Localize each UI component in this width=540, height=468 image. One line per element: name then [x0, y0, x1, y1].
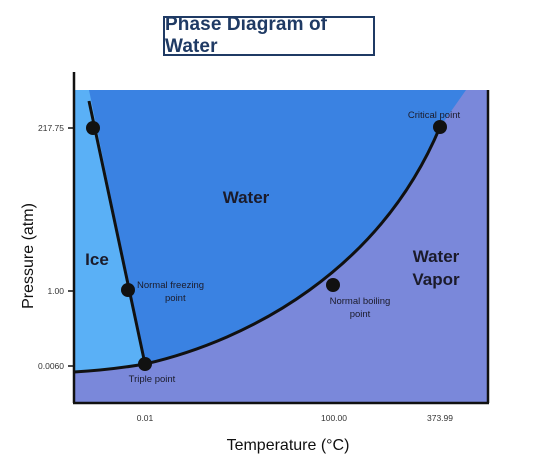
- y-axis-title: Pressure (atm): [20, 203, 37, 309]
- melting-top-point: [86, 121, 100, 135]
- vaporization-curve: [73, 126, 442, 374]
- region-label-vapor-line2: Vapor: [412, 270, 460, 289]
- triple-point: [138, 357, 152, 371]
- melting-line: [87, 100, 147, 365]
- ice-region: [74, 90, 145, 372]
- label-freezing-line1: Normal freezing: [137, 280, 204, 291]
- x-tick-label-boiling: 100.00: [321, 413, 347, 423]
- label-critical-point: Critical point: [408, 110, 461, 121]
- vapor-region: [74, 90, 488, 403]
- label-triple-point: Triple point: [129, 374, 176, 385]
- label-freezing-line2: point: [165, 293, 186, 304]
- region-label-vapor-line1: Water: [413, 247, 460, 266]
- normal-freezing-point: [121, 283, 135, 297]
- y-tick-label-low: 0.0060: [38, 361, 64, 371]
- critical-point: [433, 120, 447, 134]
- normal-boiling-point: [326, 278, 340, 292]
- label-boiling-line2: point: [350, 309, 371, 320]
- y-tick-label-mid: 1.00: [47, 286, 64, 296]
- x-tick-label-triple: 0.01: [137, 413, 154, 423]
- region-label-water: Water: [223, 188, 270, 207]
- x-axis-title: Temperature (°C): [227, 437, 350, 454]
- y-tick-label-top: 217.75: [38, 123, 64, 133]
- diagram-title: Phase Diagram of Water: [163, 14, 375, 57]
- region-label-ice: Ice: [85, 250, 109, 269]
- label-boiling-line1: Normal boiling: [330, 296, 391, 307]
- x-tick-label-critical: 373.99: [427, 413, 453, 423]
